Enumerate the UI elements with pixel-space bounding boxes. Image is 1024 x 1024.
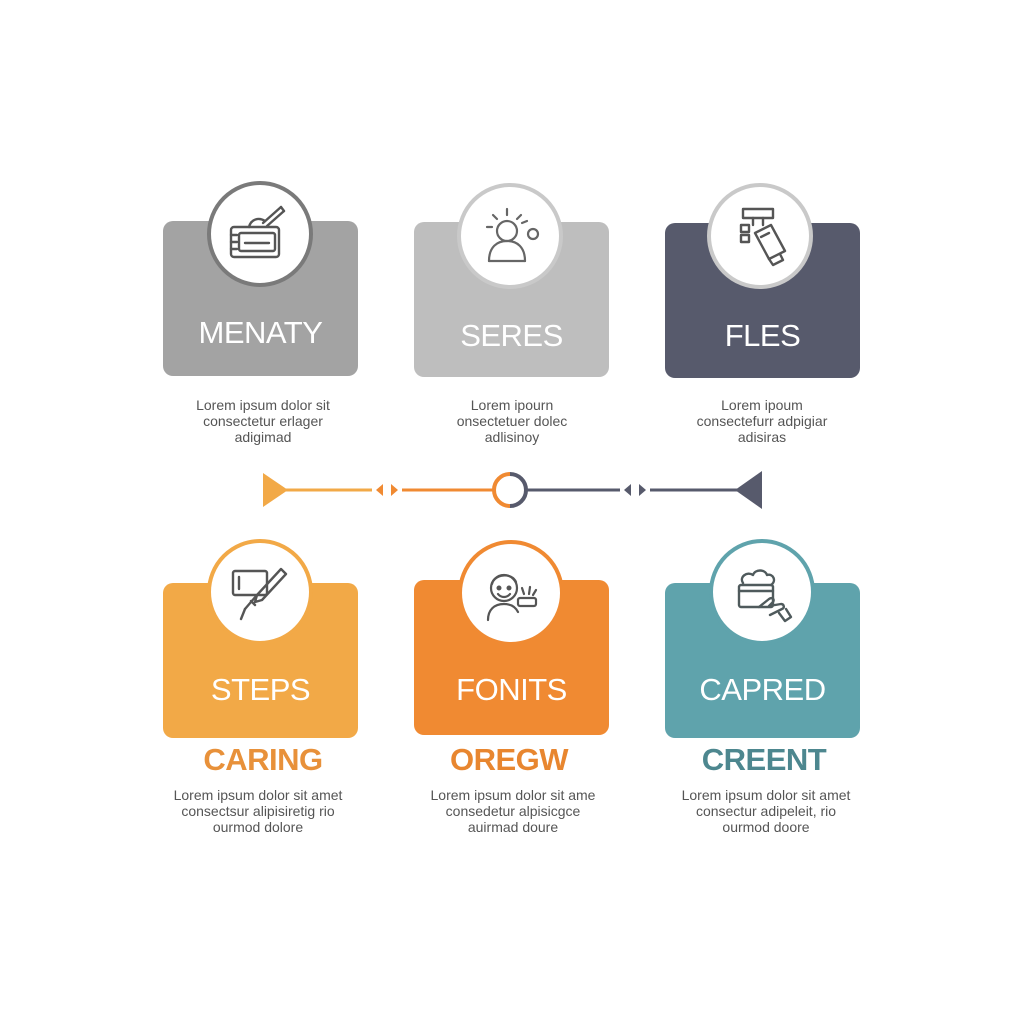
- timeline-diamond-1: [376, 484, 383, 496]
- bottom-badge-2: [458, 540, 564, 646]
- top-card-2-title: SERES: [460, 318, 563, 353]
- top-card-3-title: FLES: [724, 318, 801, 353]
- timeline-diamond-1b: [391, 484, 398, 496]
- timeline-node-right: [509, 472, 528, 508]
- top-badge-3: [707, 183, 813, 289]
- bottom-card-1-title: STEPS: [210, 672, 311, 707]
- hand-box-icon: [737, 569, 793, 623]
- wallet-card-icon: [229, 205, 286, 259]
- top-desc-3: Lorem ipoum consectefurr adpigiar adisir…: [696, 397, 828, 445]
- top-card-1-title: MENATY: [198, 315, 323, 350]
- bottom-subtitle-1: CARING: [203, 742, 323, 777]
- timeline-diamond-2: [624, 484, 631, 496]
- bottom-subtitle-2: OREGW: [449, 742, 569, 777]
- bottom-card-3-title: CAPRED: [699, 672, 826, 707]
- person-sun-icon: [485, 207, 540, 263]
- smiling-child-icon: [486, 573, 538, 622]
- bottom-card-2: FONITS: [414, 580, 609, 735]
- timeline-end-arrow: [735, 471, 762, 509]
- top-desc-2: Lorem ipourn onsectetuer dolec adlisinoy: [456, 397, 568, 445]
- usb-drive-icon: [739, 207, 787, 267]
- pen-tool-icon: [231, 567, 288, 621]
- top-desc-1: Lorem ipsum dolor sit consectetur erlage…: [196, 397, 330, 445]
- timeline-diamond-2b: [639, 484, 646, 496]
- timeline-start-arrow: [263, 473, 288, 507]
- bottom-desc-3: Lorem ipsum dolor sit amet consectur adi…: [681, 787, 851, 835]
- bottom-card-1: STEPS: [163, 583, 358, 738]
- bottom-card-2-title: FONITS: [456, 672, 567, 707]
- top-badge-2: [457, 183, 563, 289]
- bottom-desc-1: Lorem ipsum dolor sit amet consectsur al…: [173, 787, 343, 835]
- bottom-card-3: CAPRED: [665, 583, 860, 738]
- bottom-subtitle-3: CREENT: [701, 742, 827, 777]
- bottom-badge-3: [709, 539, 815, 645]
- timeline-node-left: [492, 472, 511, 508]
- top-badge-1: [207, 181, 313, 287]
- bottom-badge-1: [207, 539, 313, 645]
- bottom-desc-2: Lorem ipsum dolor sit ame consedetur alp…: [430, 787, 596, 835]
